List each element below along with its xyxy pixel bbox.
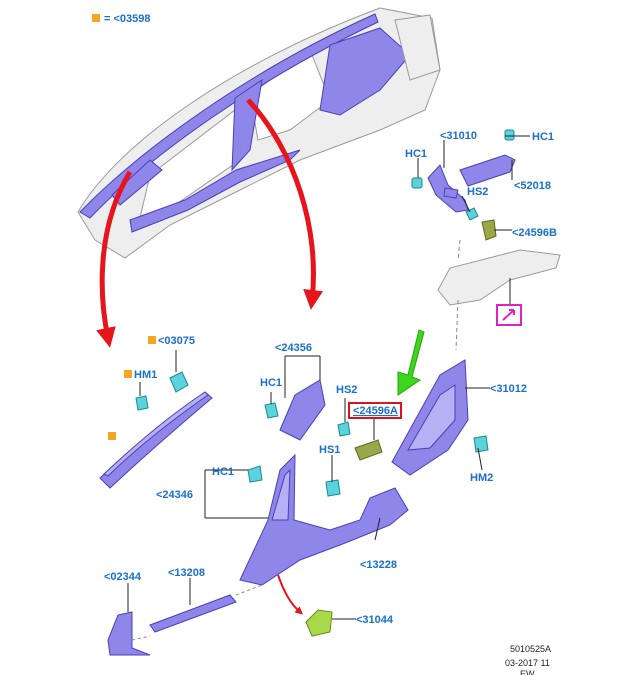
callout-13208[interactable]: <13208 <box>168 567 205 579</box>
b-pillar-upper-trim <box>264 379 383 461</box>
callout-hs2-mid[interactable]: HS2 <box>336 384 357 396</box>
view-marker <box>496 304 522 326</box>
callout-24356[interactable]: <24356 <box>275 342 312 354</box>
legend-label: = <03598 <box>104 13 151 25</box>
callout-03075[interactable]: <03075 <box>158 335 195 347</box>
a-pillar-trim <box>99 371 213 489</box>
highlight-box-24596a <box>348 402 402 419</box>
footer-extra: EW <box>520 669 535 675</box>
callout-hm2[interactable]: HM2 <box>470 472 493 484</box>
red-arrow-right <box>246 98 324 310</box>
callout-31010[interactable]: <31010 <box>440 130 477 142</box>
sill-scuff-assembly <box>107 594 333 656</box>
callout-hc1-top-right[interactable]: HC1 <box>532 131 554 143</box>
quarter-trim <box>391 359 489 476</box>
callout-hs1[interactable]: HS1 <box>319 444 340 456</box>
callout-02344[interactable]: <02344 <box>104 571 142 583</box>
callout-hc1-mid[interactable]: HC1 <box>260 377 282 389</box>
callout-24596a[interactable]: <24596A <box>353 405 398 417</box>
callout-31044[interactable]: <31044 <box>356 614 394 626</box>
callout-13228[interactable]: <13228 <box>360 559 397 571</box>
swatch-a-pillar <box>108 432 116 440</box>
b-pillar-lower-trim <box>239 453 409 586</box>
legend-swatch <box>92 14 100 22</box>
dashed-guide <box>457 239 461 261</box>
body-side-assembly <box>77 7 441 259</box>
swatch-03075 <box>148 336 156 344</box>
callout-hc1-top-left[interactable]: HC1 <box>405 148 427 160</box>
callout-52018[interactable]: <52018 <box>514 180 551 192</box>
callout-hc1-lower[interactable]: HC1 <box>212 466 234 478</box>
footer-date: 03-2017 11 <box>505 658 550 668</box>
callout-24346[interactable]: <24346 <box>156 489 193 501</box>
callout-31012[interactable]: <31012 <box>490 383 527 395</box>
upper-quarter-cluster <box>411 129 561 306</box>
footer-code: 5010525A <box>510 644 551 654</box>
swatch-hm1 <box>124 370 132 378</box>
red-arrow-small <box>277 574 304 615</box>
green-arrow <box>397 329 425 396</box>
red-arrow-left <box>96 170 133 348</box>
callout-24596b[interactable]: <24596B <box>512 227 557 239</box>
callout-hm1[interactable]: HM1 <box>134 369 157 381</box>
callout-hs2-top[interactable]: HS2 <box>467 186 488 198</box>
